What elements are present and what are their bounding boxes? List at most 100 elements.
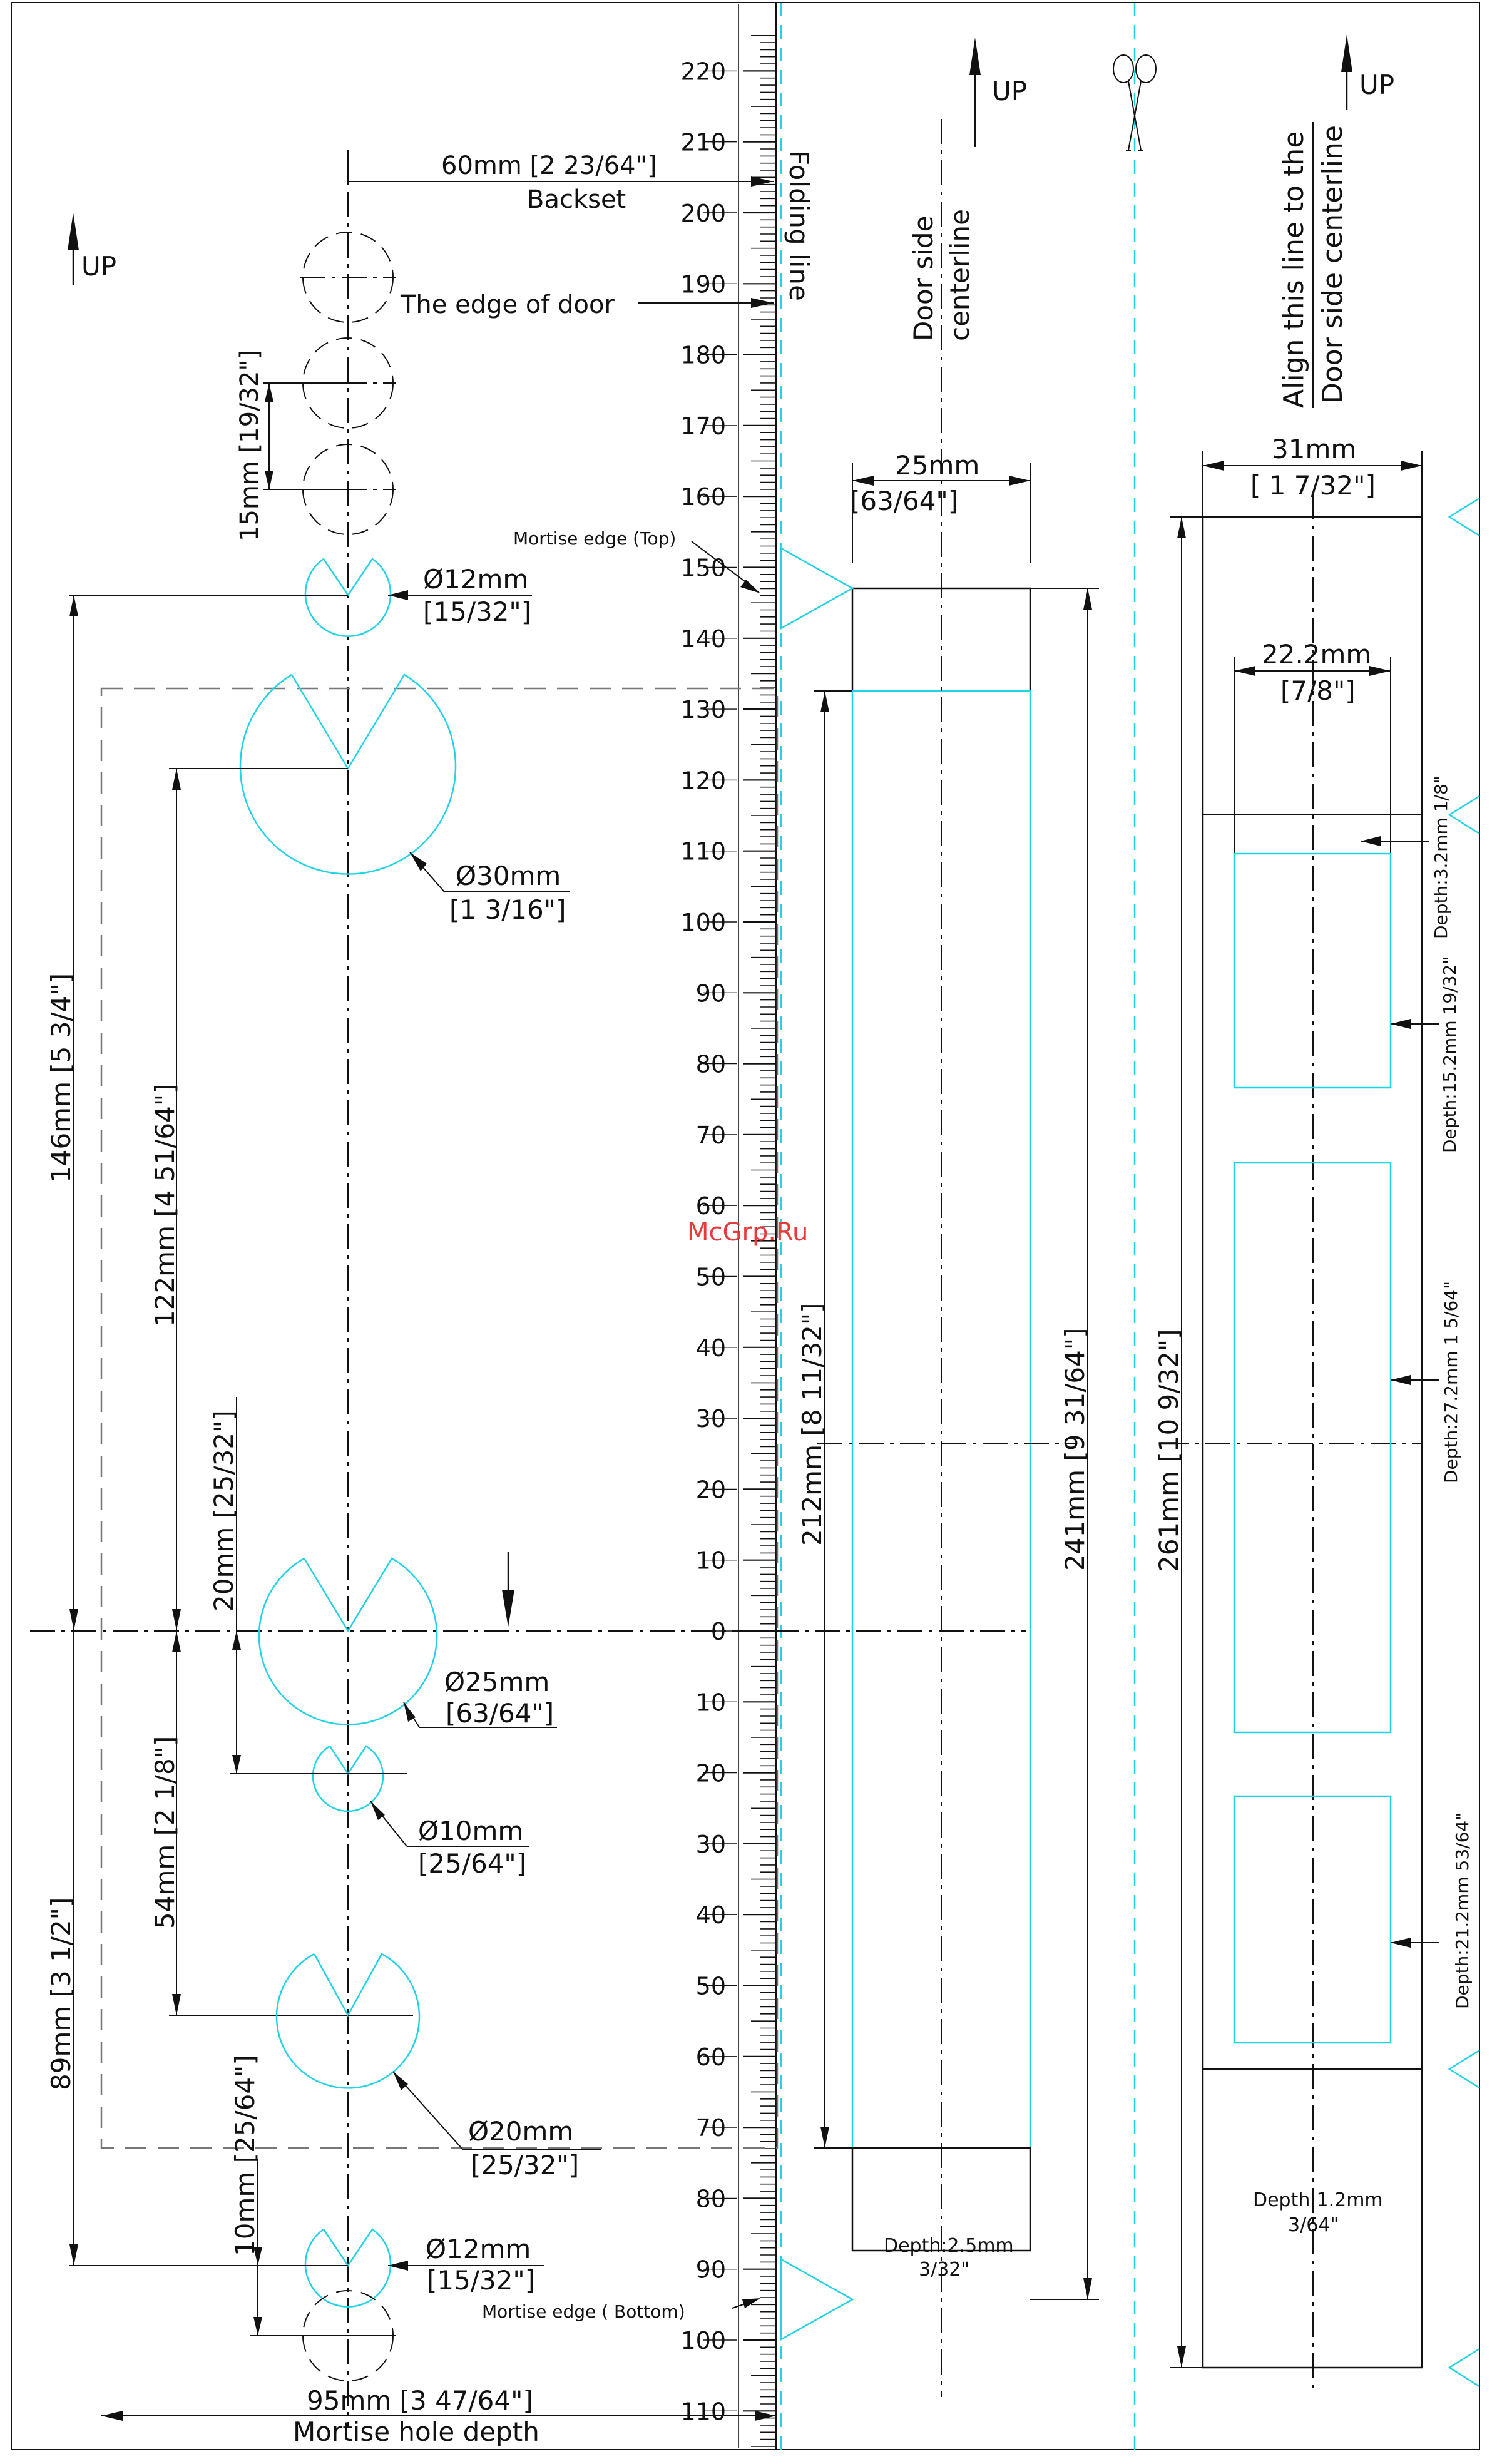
mortise-hole-depth-label: Mortise hole depth [293, 2416, 539, 2447]
d10-arrow [370, 1801, 385, 1820]
faceplate-depth-mm: Depth:2.5mm [884, 2235, 1014, 2257]
mortise-edge-bottom-arrow [742, 2298, 760, 2308]
dim241-arrow-top [1083, 588, 1092, 610]
up-label-right: UP [1359, 69, 1394, 100]
ruler-label: 30 [696, 1405, 726, 1433]
d20-mm: Ø20mm [468, 2116, 573, 2147]
dim10-arrow-top [253, 2247, 262, 2266]
edge-triangle-1 [1448, 497, 1480, 537]
faceplate-depth-in: 3/32" [919, 2259, 969, 2281]
hole-d10 [312, 1745, 384, 1812]
backset-arrow [751, 176, 774, 187]
d12-bot-in: [15/32"] [427, 2265, 535, 2296]
ruler-label: 80 [696, 2185, 726, 2212]
dim122-arrow-top [172, 769, 181, 790]
dim20-arrow-bot [232, 1755, 241, 1774]
dim212-label: 212mm [8 11/32"] [797, 1302, 827, 1546]
depth-d-arrow [1391, 1938, 1411, 1948]
ruler-label: 110 [680, 838, 726, 866]
d30-mm: Ø30mm [456, 861, 561, 891]
watermark: McGrp.Ru [687, 1218, 808, 1247]
ruler-label: 140 [680, 625, 726, 653]
up-label-left: UP [81, 251, 116, 282]
width31-arrow-right [1401, 461, 1422, 471]
mortise-top-triangle [780, 546, 854, 630]
d30-arrow [410, 852, 427, 871]
ruler-label: 20 [696, 1760, 726, 1787]
d25-mm: Ø25mm [444, 1667, 549, 1697]
d12-top-in: [15/32"] [423, 596, 531, 627]
hole-d12-bottom [304, 2228, 392, 2308]
ruler-label: 180 [680, 342, 726, 369]
dim261-arrow-top [1177, 517, 1186, 538]
dim54-arrow-top [172, 1631, 181, 1652]
ruler-label: 10 [696, 1547, 726, 1575]
align-line-2: Door side centerline [1317, 125, 1349, 404]
up-arrow-right-head [1341, 34, 1352, 72]
dim241-arrow-bot [1083, 2278, 1092, 2299]
dim15-label: 15mm [19/32"] [235, 350, 264, 541]
ruler-label: 110 [680, 2398, 726, 2425]
door-side-label: Door side [908, 216, 939, 341]
folding-line-label: Folding line [784, 150, 814, 301]
d12-bot-mm: Ø12mm [426, 2234, 531, 2264]
up-label-middle: UP [992, 76, 1027, 106]
dim89-arrow-bot [69, 2244, 78, 2266]
up-arrow-middle-head [969, 38, 981, 75]
d12-bot-arrow [388, 2261, 408, 2271]
dim146-arrow-top [69, 595, 78, 616]
scissors-icon [1113, 54, 1157, 151]
dim212-arrow-bot [820, 2127, 829, 2148]
ruler-label: 150 [680, 555, 726, 582]
ruler-label: 70 [696, 1122, 726, 1149]
width31-mm: 31mm [1272, 434, 1356, 464]
depth-a-label: Depth:3.2mm 1/8" [1431, 775, 1451, 939]
ruler-label: 30 [696, 1831, 726, 1858]
mortise-outline [100, 687, 779, 2149]
inner-mm: 22.2mm [1262, 639, 1371, 670]
ruler-label: 220 [680, 58, 726, 85]
up-arrow-left-head [68, 213, 79, 250]
ruler-label: 20 [696, 1476, 726, 1503]
dim10-arrow-bot [253, 2317, 262, 2336]
depth-d-label: Depth:21.2mm 53/64" [1452, 1812, 1473, 2009]
cavity-2 [1233, 1162, 1392, 1734]
mortise-edge-top-label: Mortise edge (Top) [513, 528, 676, 549]
ruler-label: 210 [680, 129, 726, 156]
dim20-label: 20mm [25/32"] [208, 1410, 239, 1612]
align-line-1: Align this line to the [1278, 131, 1310, 408]
ruler: 2202102001901801701601501401301201101009… [680, 4, 776, 2448]
ruler-label: 50 [696, 1973, 726, 2000]
backset-label: Backset [527, 185, 626, 214]
mortise-edge-bottom-label: Mortise edge ( Bottom) [482, 2301, 685, 2322]
ruler-label: 160 [680, 483, 726, 511]
ruler-label: 190 [680, 270, 726, 298]
width31-arrow-left [1203, 461, 1224, 471]
zero-marker-head [502, 1590, 514, 1627]
ruler-label: 100 [680, 909, 726, 936]
ruler-label: 60 [696, 1192, 726, 1220]
depth-a-arrow [1361, 836, 1381, 846]
depth-c-label: Depth:27.2mm 1 5/64" [1441, 1281, 1461, 1483]
dim54-label: 54mm [2 1/8"] [150, 1736, 180, 1929]
dim122-arrow-bot [172, 1609, 181, 1630]
ruler-label: 200 [680, 200, 726, 227]
depth-b-label: Depth:15.2mm 19/32" [1439, 956, 1460, 1153]
edge-of-door-label: The edge of door [400, 290, 615, 319]
depth-e-in: 3/64" [1288, 2214, 1339, 2236]
dim15-arrow-top [265, 383, 273, 402]
dim122-label: 122mm [4 51/64"] [150, 1083, 180, 1327]
inner-in: [7/8"] [1280, 675, 1356, 706]
centerline-label: centerline [944, 209, 975, 341]
dim95-arrow-left [101, 2411, 123, 2421]
dim212-arrow-top [820, 691, 829, 712]
width25-mm: 25mm [895, 450, 979, 481]
ruler-label: 40 [696, 1901, 726, 1929]
left-panel: UP 60mm [2 23/64"] Backset The edge of d… [30, 150, 1026, 2447]
dim10-label: 10mm [25/64"] [230, 2055, 260, 2256]
hole-d30 [239, 673, 457, 875]
d12-top-arrow [388, 590, 408, 600]
hole-d25 [258, 1557, 438, 1725]
mortise-bottom-triangle [780, 2257, 854, 2341]
